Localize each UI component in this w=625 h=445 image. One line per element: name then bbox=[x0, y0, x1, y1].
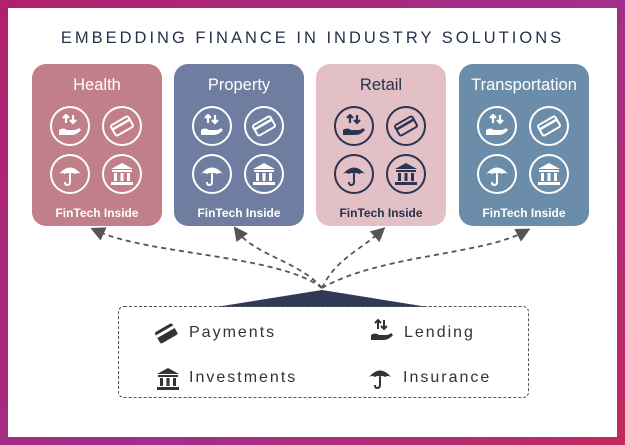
card-footer: FinTech Inside bbox=[482, 206, 566, 220]
insurance-icon bbox=[477, 154, 517, 194]
lending-icon bbox=[192, 106, 232, 146]
card-property: Property FinTech Inside bbox=[174, 64, 304, 226]
lending-icon bbox=[50, 106, 90, 146]
lending-icon bbox=[371, 318, 393, 340]
service-insurance: Insurance bbox=[403, 369, 492, 386]
service-lending: Lending bbox=[404, 324, 475, 341]
investments-icon bbox=[386, 154, 426, 194]
card-title: Retail bbox=[359, 76, 403, 94]
card-transportation: Transportation FinTech Inside bbox=[459, 64, 589, 226]
payments-icon bbox=[529, 106, 569, 146]
dashed-arrows bbox=[90, 226, 531, 289]
investments-icon bbox=[102, 154, 142, 194]
insurance-icon bbox=[50, 154, 90, 194]
service-payments: Payments bbox=[189, 324, 277, 341]
insurance-icon bbox=[334, 154, 374, 194]
card-title: Health bbox=[73, 76, 121, 94]
card-footer: FinTech Inside bbox=[197, 206, 281, 220]
diagram-title: EMBEDDING FINANCE IN INDUSTRY SOLUTIONS bbox=[60, 29, 565, 47]
lending-icon bbox=[477, 106, 517, 146]
payments-icon bbox=[102, 106, 142, 146]
insurance-icon bbox=[192, 154, 232, 194]
payments-icon bbox=[386, 106, 426, 146]
card-retail: Retail FinTech Inside bbox=[316, 64, 446, 226]
services-box bbox=[118, 306, 529, 398]
card-title: Transportation bbox=[471, 76, 577, 94]
investments-icon bbox=[244, 154, 284, 194]
lending-icon bbox=[334, 106, 374, 146]
card-health: Health FinTech Inside bbox=[32, 64, 162, 226]
card-title: Property bbox=[207, 76, 271, 94]
payments-icon bbox=[155, 323, 178, 344]
card-footer: FinTech Inside bbox=[55, 206, 139, 220]
payments-icon bbox=[244, 106, 284, 146]
service-investments: Investments bbox=[189, 369, 298, 386]
insurance-icon bbox=[369, 370, 391, 390]
investments-icon bbox=[529, 154, 569, 194]
investments-icon bbox=[157, 368, 179, 390]
hub-triangle bbox=[216, 290, 428, 307]
card-footer: FinTech Inside bbox=[339, 206, 423, 220]
